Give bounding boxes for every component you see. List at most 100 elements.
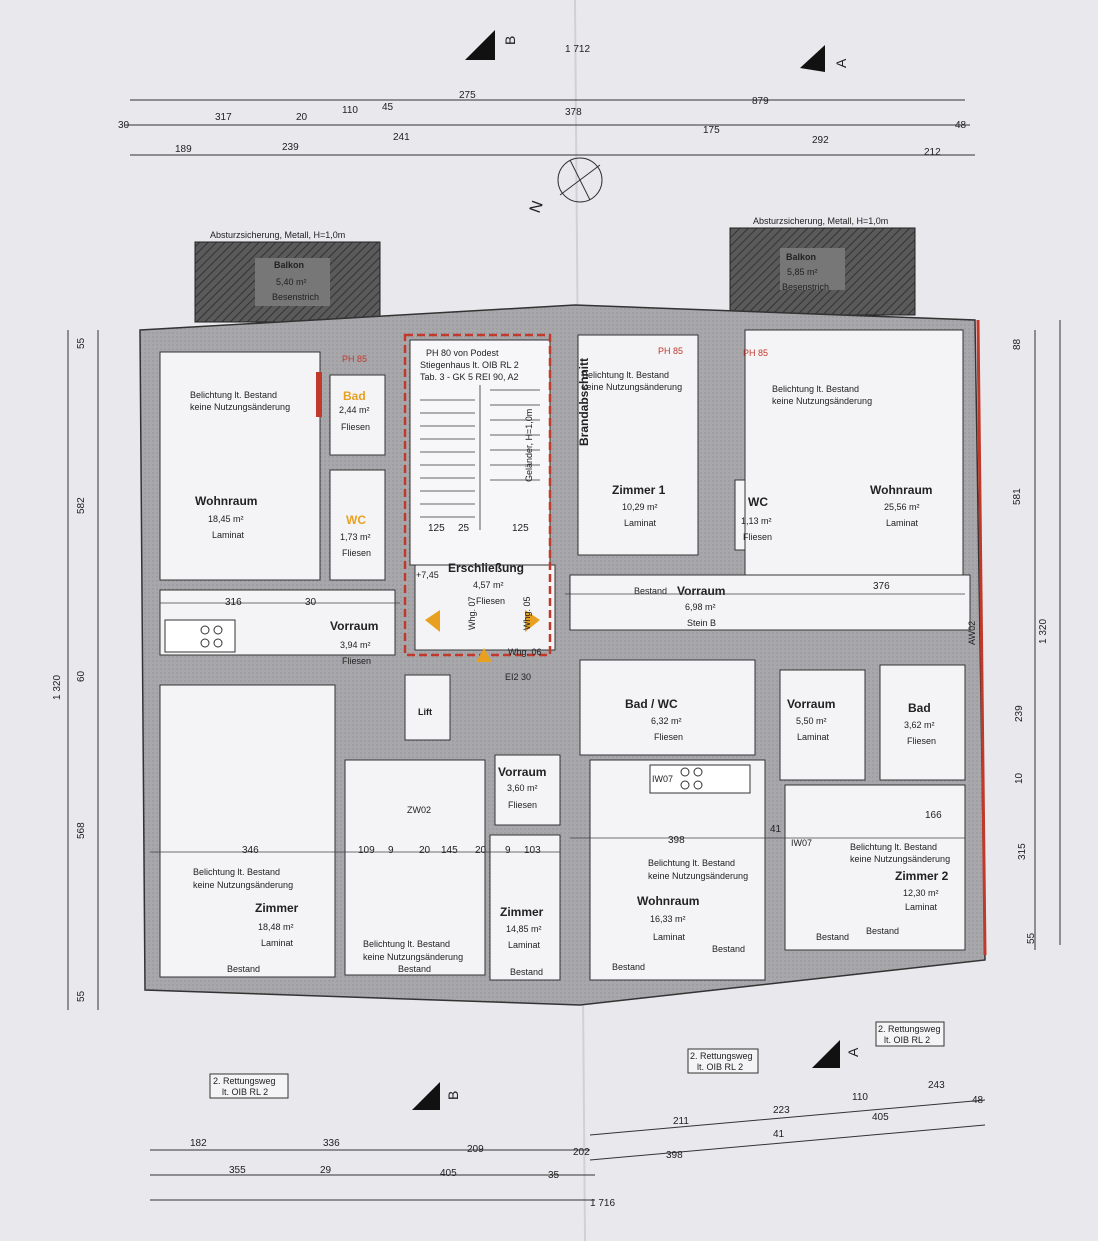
svg-text:Belichtung lt. Bestand: Belichtung lt. Bestand (850, 842, 937, 852)
svg-text:keine Nutzungsänderung: keine Nutzungsänderung (772, 396, 872, 406)
svg-text:Geländer, H=1,0m: Geländer, H=1,0m (524, 409, 534, 482)
svg-text:223: 223 (773, 1105, 790, 1116)
top-dims-row1: 30 317 20 110 45 275 879 48 (118, 90, 967, 131)
svg-text:lt. OIB RL 2: lt. OIB RL 2 (884, 1035, 930, 1045)
svg-text:Vorraum: Vorraum (677, 584, 725, 598)
svg-text:398: 398 (666, 1150, 683, 1161)
svg-text:175: 175 (703, 125, 720, 136)
svg-text:55: 55 (76, 990, 87, 1002)
svg-text:Belichtung lt. Bestand: Belichtung lt. Bestand (190, 390, 277, 400)
svg-text:A: A (845, 1047, 861, 1057)
svg-text:243: 243 (928, 1080, 945, 1091)
svg-text:Absturzsicherung, Metall, H=1,: Absturzsicherung, Metall, H=1,0m (753, 216, 888, 226)
svg-text:3,94 m²: 3,94 m² (340, 640, 371, 650)
svg-text:+7,45: +7,45 (416, 570, 439, 580)
svg-text:16,33 m²: 16,33 m² (650, 914, 686, 924)
room-wc-n (329, 469, 386, 581)
room-vorraum-s (494, 754, 561, 826)
svg-text:Vorraum: Vorraum (330, 619, 378, 633)
svg-text:B: B (445, 1091, 461, 1100)
svg-text:48: 48 (972, 1095, 984, 1106)
bottom-dim-lines (150, 1099, 986, 1201)
stair-steps (420, 385, 540, 530)
ph85-label-3: PH 85 (743, 348, 768, 358)
svg-text:Fliesen: Fliesen (476, 596, 505, 606)
label-wohnraum-nw: Wohnraum 18,45 m² Laminat (195, 494, 257, 540)
svg-text:182: 182 (190, 1138, 207, 1149)
svg-text:2. Rettungsweg: 2. Rettungsweg (213, 1076, 276, 1086)
svg-text:25,56 m²: 25,56 m² (884, 502, 920, 512)
svg-text:Besenstrich: Besenstrich (272, 292, 319, 302)
svg-text:241: 241 (393, 132, 410, 143)
svg-text:Fliesen: Fliesen (341, 422, 370, 432)
svg-text:18,45 m²: 18,45 m² (208, 514, 244, 524)
svg-text:Wohnraum: Wohnraum (195, 494, 257, 508)
svg-text:Whg. 06: Whg. 06 (508, 647, 542, 657)
svg-text:Laminat: Laminat (508, 940, 541, 950)
note-belichtung-se: Belichtung lt. Bestand keine Nutzungsänd… (850, 842, 950, 864)
svg-text:keine Nutzungsänderung: keine Nutzungsänderung (850, 854, 950, 864)
svg-text:Fliesen: Fliesen (907, 736, 936, 746)
bestand-4: Bestand (612, 962, 645, 972)
label-wc-ne: WC 1,13 m² Fliesen (741, 495, 772, 542)
section-marker-a-top: A (800, 45, 849, 72)
top-dims-row2: 378 175 292 212 (565, 107, 941, 158)
room-zimmer1 (577, 334, 699, 556)
svg-text:Belichtung lt. Bestand: Belichtung lt. Bestand (193, 867, 280, 877)
svg-text:292: 292 (812, 135, 829, 146)
svg-text:Vorraum: Vorraum (498, 765, 546, 779)
bestand-6: Bestand (816, 932, 849, 942)
label-zimmer1: Zimmer 1 10,29 m² Laminat (612, 483, 666, 528)
svg-text:336: 336 (323, 1138, 340, 1149)
label-vorraum-s: Vorraum 3,60 m² Fliesen (498, 765, 546, 810)
svg-text:110: 110 (852, 1092, 868, 1103)
svg-text:Fliesen: Fliesen (508, 800, 537, 810)
svg-text:20: 20 (475, 845, 487, 856)
balcony-east: Absturzsicherung, Metall, H=1,0m Balkon … (729, 216, 916, 316)
inner-dim-lines (150, 593, 965, 853)
note-belichtung-n1: Belichtung lt. Bestand keine Nutzungsänd… (582, 370, 682, 392)
bad-n-highlight (316, 372, 322, 417)
svg-text:Bad: Bad (343, 389, 366, 403)
svg-text:lt. OIB RL 2: lt. OIB RL 2 (697, 1062, 743, 1072)
svg-text:109: 109 (358, 845, 375, 856)
svg-text:Zimmer: Zimmer (255, 901, 299, 915)
svg-text:Zimmer 2: Zimmer 2 (895, 869, 949, 883)
rettungsweg-se: 2. Rettungsweg lt. OIB RL 2 (875, 1021, 945, 1047)
svg-text:2. Rettungsweg: 2. Rettungsweg (690, 1051, 753, 1061)
svg-text:189: 189 (175, 144, 192, 155)
stair-notes: PH 80 von Podest Stiegenhaus lt. OIB RL … (420, 348, 591, 482)
svg-text:582: 582 (76, 497, 87, 514)
svg-text:103: 103 (524, 845, 541, 856)
top-dims-row3: 189 239 241 (175, 132, 410, 155)
svg-text:55: 55 (76, 337, 87, 349)
room-zimmer-s-west (344, 759, 486, 976)
svg-text:30: 30 (118, 120, 130, 131)
svg-text:239: 239 (1014, 705, 1025, 722)
bestand-7: Bestand (866, 926, 899, 936)
svg-text:211: 211 (673, 1116, 689, 1127)
svg-text:166: 166 (925, 810, 942, 821)
svg-text:14,85 m²: 14,85 m² (506, 924, 542, 934)
room-zimmer2 (784, 784, 966, 951)
label-wc-n: WC 1,73 m² Fliesen (340, 513, 371, 558)
svg-text:3,60 m²: 3,60 m² (507, 783, 538, 793)
svg-text:209: 209 (467, 1144, 484, 1155)
svg-text:316: 316 (225, 597, 242, 608)
svg-text:346: 346 (242, 845, 259, 856)
bestand-8: Bestand (634, 586, 667, 596)
svg-text:B: B (502, 36, 518, 45)
svg-text:41: 41 (773, 1129, 785, 1140)
svg-text:Laminat: Laminat (212, 530, 245, 540)
rettungsweg-sw: 2. Rettungsweg lt. OIB RL 2 (209, 1073, 289, 1099)
svg-text:A: A (833, 58, 849, 68)
svg-text:239: 239 (282, 142, 299, 153)
svg-text:879: 879 (752, 96, 769, 107)
label-bad-se: Bad 3,62 m² Fliesen (904, 701, 936, 746)
svg-text:2,44 m²: 2,44 m² (339, 405, 370, 415)
label-wohnraum-ne: Wohnraum 25,56 m² Laminat (870, 483, 932, 528)
balcony-west: Absturzsicherung, Metall, H=1,0m Balkon … (194, 230, 381, 323)
svg-text:1 320: 1 320 (52, 675, 63, 700)
svg-text:Whg. 05: Whg. 05 (522, 596, 532, 630)
